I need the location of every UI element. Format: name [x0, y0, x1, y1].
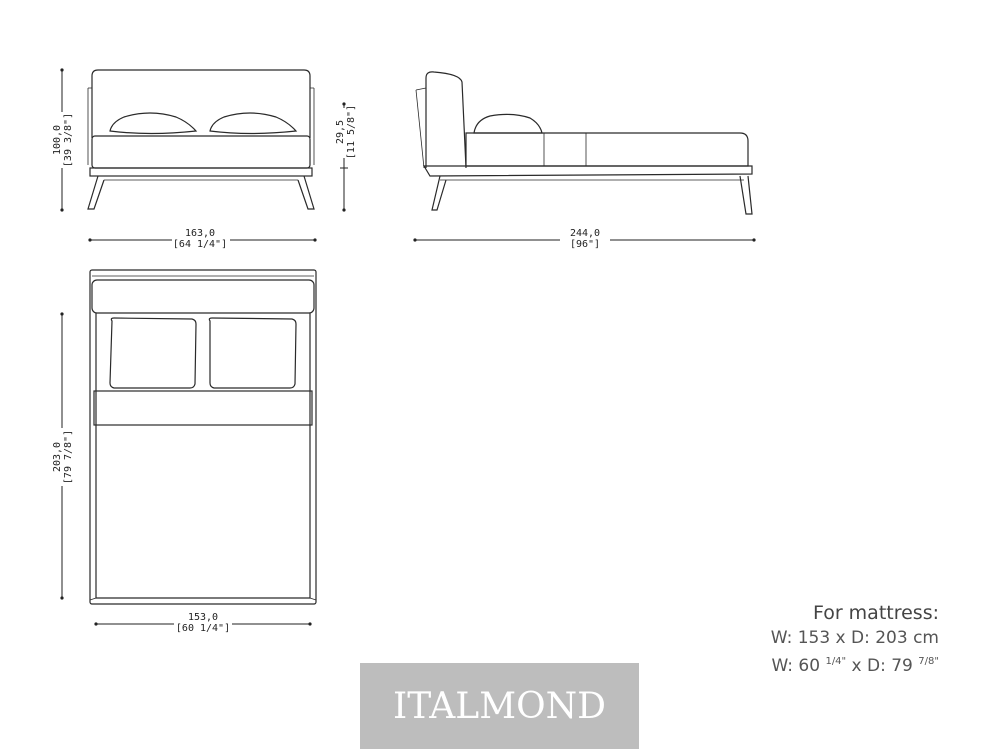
brand-logo: ITALMOND: [360, 663, 639, 749]
side-view: 244,0 [96"]: [413, 71, 756, 250]
dim-top-length-cm: 203,0: [52, 442, 63, 472]
dim-seat-height-cm: 29,5: [335, 120, 346, 144]
dim-front-height-in: [39 3/8"]: [63, 113, 74, 167]
top-view: 203,0 [79 7/8"] 153,0 [60 1/4"]: [52, 269, 317, 634]
front-view: 100,0 [39 3/8"] 29,5 [11 5/8"] 163,0 [64…: [52, 68, 358, 250]
mattress-imperial-d-fraction: 7/8": [918, 656, 939, 667]
dim-top-width-in: [60 1/4"]: [176, 623, 230, 634]
dim-front-height-cm: 100,0: [52, 125, 63, 155]
mattress-imperial-d: x D: 79: [846, 656, 919, 676]
dim-front-width-in: [64 1/4"]: [173, 239, 227, 250]
mattress-imperial: W: 60 1/4" x D: 79 7/8": [771, 650, 939, 678]
mattress-imperial-w: W: 60: [771, 656, 826, 676]
dim-top-width-cm: 153,0: [188, 612, 218, 623]
mattress-title: For mattress:: [812, 602, 939, 624]
dim-front-width-cm: 163,0: [185, 228, 215, 239]
brand-name: ITALMOND: [393, 685, 606, 727]
mattress-imperial-w-fraction: 1/4": [825, 656, 847, 667]
dim-top-length-in: [79 7/8"]: [63, 430, 74, 484]
dim-seat-height-in: [11 5/8"]: [346, 105, 357, 159]
dim-side-length-in: [96"]: [570, 239, 600, 250]
dim-side-length-cm: 244,0: [570, 228, 600, 239]
mattress-metric: W: 153 x D: 203 cm: [770, 628, 939, 648]
mattress-info: For mattress: W: 153 x D: 203 cm W: 60 1…: [771, 602, 939, 678]
